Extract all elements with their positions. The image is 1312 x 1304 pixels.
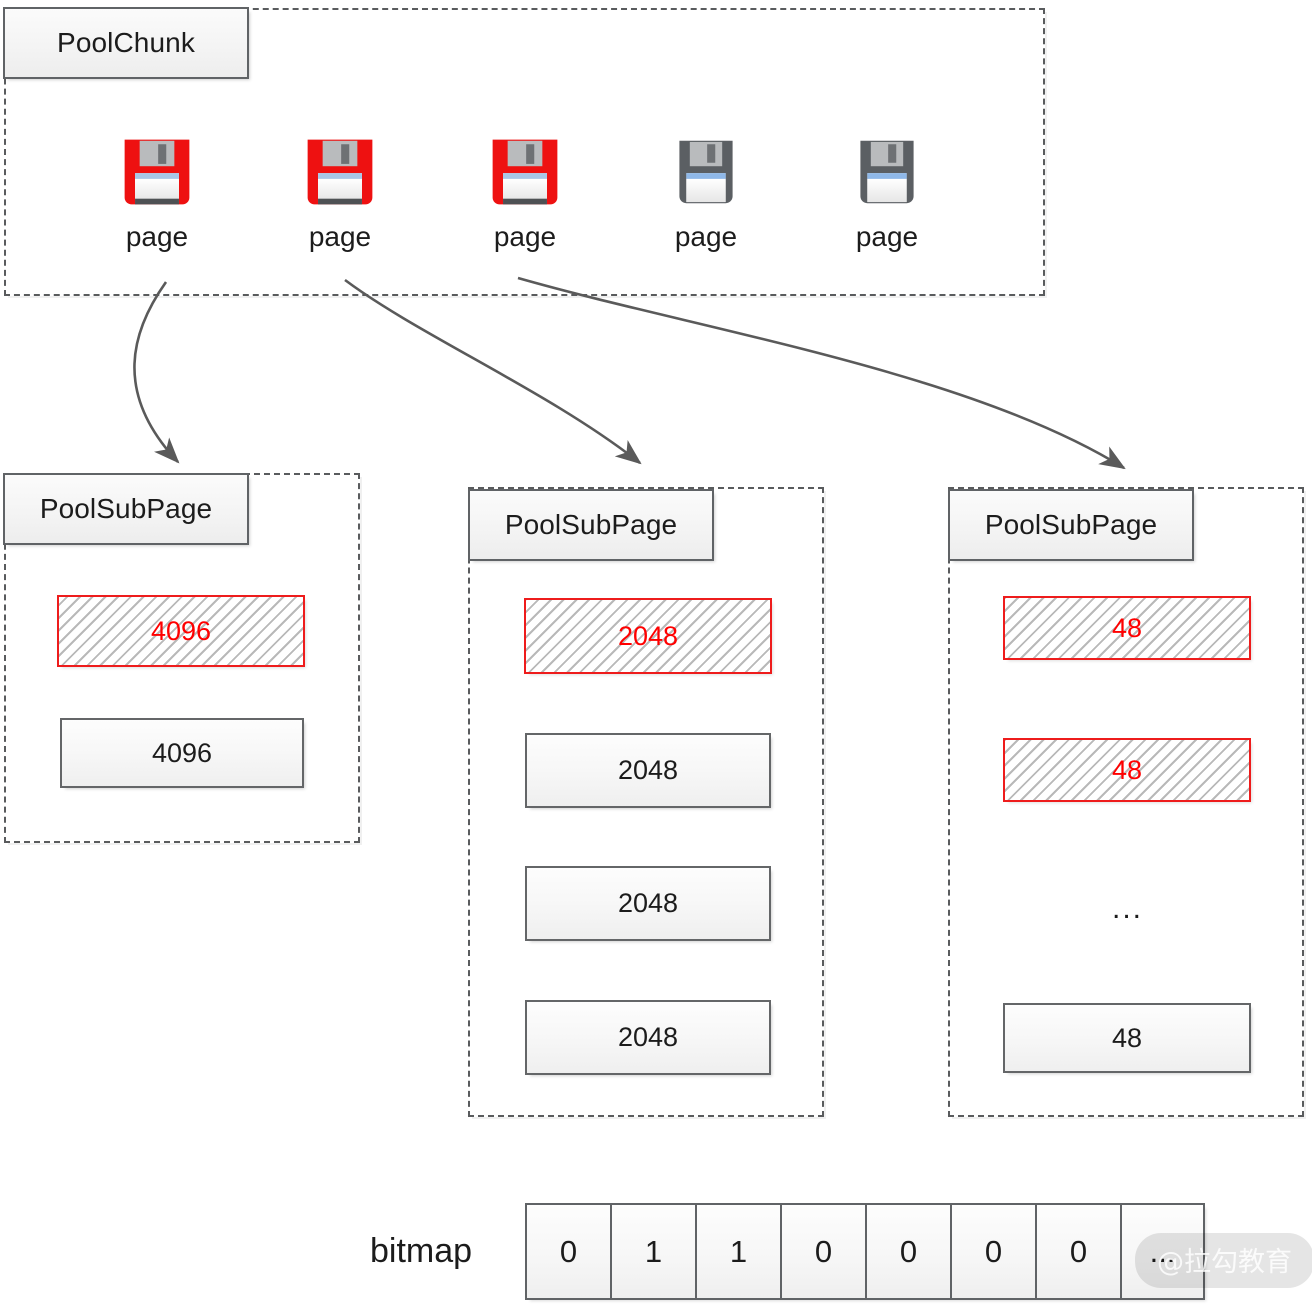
- poolsubpage-title-box-0: PoolSubPage: [3, 473, 249, 545]
- page-label: page: [855, 221, 919, 252]
- memory-block-free[interactable]: 2048: [525, 866, 771, 941]
- bitmap-cell-value: 0: [814, 1233, 833, 1269]
- arrow-page3-to-subpage3: [517, 276, 1126, 470]
- bitmap-label: bitmap: [370, 1232, 473, 1270]
- page-item-0[interactable]: page: [97, 135, 217, 253]
- poolsubpage-title-box-2: PoolSubPage: [948, 489, 1194, 561]
- page-label: page: [493, 221, 557, 252]
- poolsubpage-title: PoolSubPage: [39, 493, 213, 524]
- poolsubpage-title: PoolSubPage: [504, 509, 678, 540]
- memory-block-label: 2048: [617, 1022, 679, 1052]
- bitmap-cell[interactable]: 1: [695, 1203, 780, 1300]
- bitmap-cell-value: 0: [559, 1233, 578, 1269]
- floppy-disk-icon: [307, 139, 373, 205]
- floppy-disk-icon: [860, 140, 914, 204]
- bitmap-cell[interactable]: 0: [780, 1203, 865, 1300]
- bitmap-cell-value: 1: [644, 1233, 663, 1269]
- bitmap-cell-value: ...: [1149, 1233, 1176, 1269]
- arrow-page1-to-subpage1: [133, 281, 180, 464]
- page-label: page: [674, 221, 738, 252]
- bitmap-cell[interactable]: 0: [525, 1203, 610, 1300]
- memory-block-free[interactable]: 4096: [60, 718, 304, 788]
- memory-block-free[interactable]: 48: [1003, 1003, 1251, 1073]
- memory-block-label: 2048: [617, 620, 679, 651]
- bitmap-table: 0 1 1 0 0 0 0 ...: [525, 1203, 1205, 1300]
- memory-block-used[interactable]: 48: [1003, 738, 1251, 802]
- bitmap-cell[interactable]: 0: [1035, 1203, 1120, 1300]
- memory-block-label: 48: [1111, 612, 1143, 643]
- bitmap-cell[interactable]: ...: [1120, 1203, 1205, 1300]
- page-item-3[interactable]: page: [646, 135, 766, 253]
- memory-block-label: 4096: [151, 737, 213, 768]
- page-label: page: [308, 221, 372, 252]
- memory-block-label: ...: [1112, 892, 1144, 925]
- poolchunk-title: PoolChunk: [57, 27, 195, 58]
- page-item-2[interactable]: page: [465, 135, 585, 253]
- memory-block-used[interactable]: 48: [1003, 596, 1251, 660]
- memory-block-ellipsis: ...: [1112, 894, 1143, 924]
- memory-block-label: 48: [1111, 1022, 1143, 1053]
- bitmap-cell-value: 0: [984, 1233, 1003, 1269]
- memory-block-label: 4096: [150, 615, 212, 646]
- memory-block-label: 2048: [617, 888, 679, 918]
- bitmap-cell-value: 1: [729, 1233, 748, 1269]
- arrow-page2-to-subpage2: [344, 278, 642, 465]
- poolchunk-title-box: PoolChunk: [3, 7, 249, 79]
- bitmap-cell-value: 0: [1069, 1233, 1088, 1269]
- bitmap-cell-value: 0: [899, 1233, 918, 1269]
- memory-block-used[interactable]: 2048: [524, 598, 772, 674]
- poolsubpage-title-box-1: PoolSubPage: [468, 489, 714, 561]
- memory-block-free[interactable]: 2048: [525, 1000, 771, 1075]
- floppy-disk-icon: [679, 140, 733, 204]
- page-item-4[interactable]: page: [827, 135, 947, 253]
- page-label: page: [125, 221, 189, 252]
- page-item-1[interactable]: page: [280, 135, 400, 253]
- floppy-disk-icon: [492, 139, 558, 205]
- bitmap-cell[interactable]: 1: [610, 1203, 695, 1300]
- watermark: @拉勾教育: [1135, 1233, 1312, 1288]
- bitmap-cell[interactable]: 0: [865, 1203, 950, 1300]
- poolsubpage-title: PoolSubPage: [984, 509, 1158, 540]
- memory-block-free[interactable]: 2048: [525, 733, 771, 808]
- bitmap-cell[interactable]: 0: [950, 1203, 1035, 1300]
- memory-block-label: 48: [1111, 754, 1143, 785]
- memory-block-used[interactable]: 4096: [57, 595, 305, 667]
- floppy-disk-icon: [124, 139, 190, 205]
- memory-block-label: 2048: [617, 755, 679, 785]
